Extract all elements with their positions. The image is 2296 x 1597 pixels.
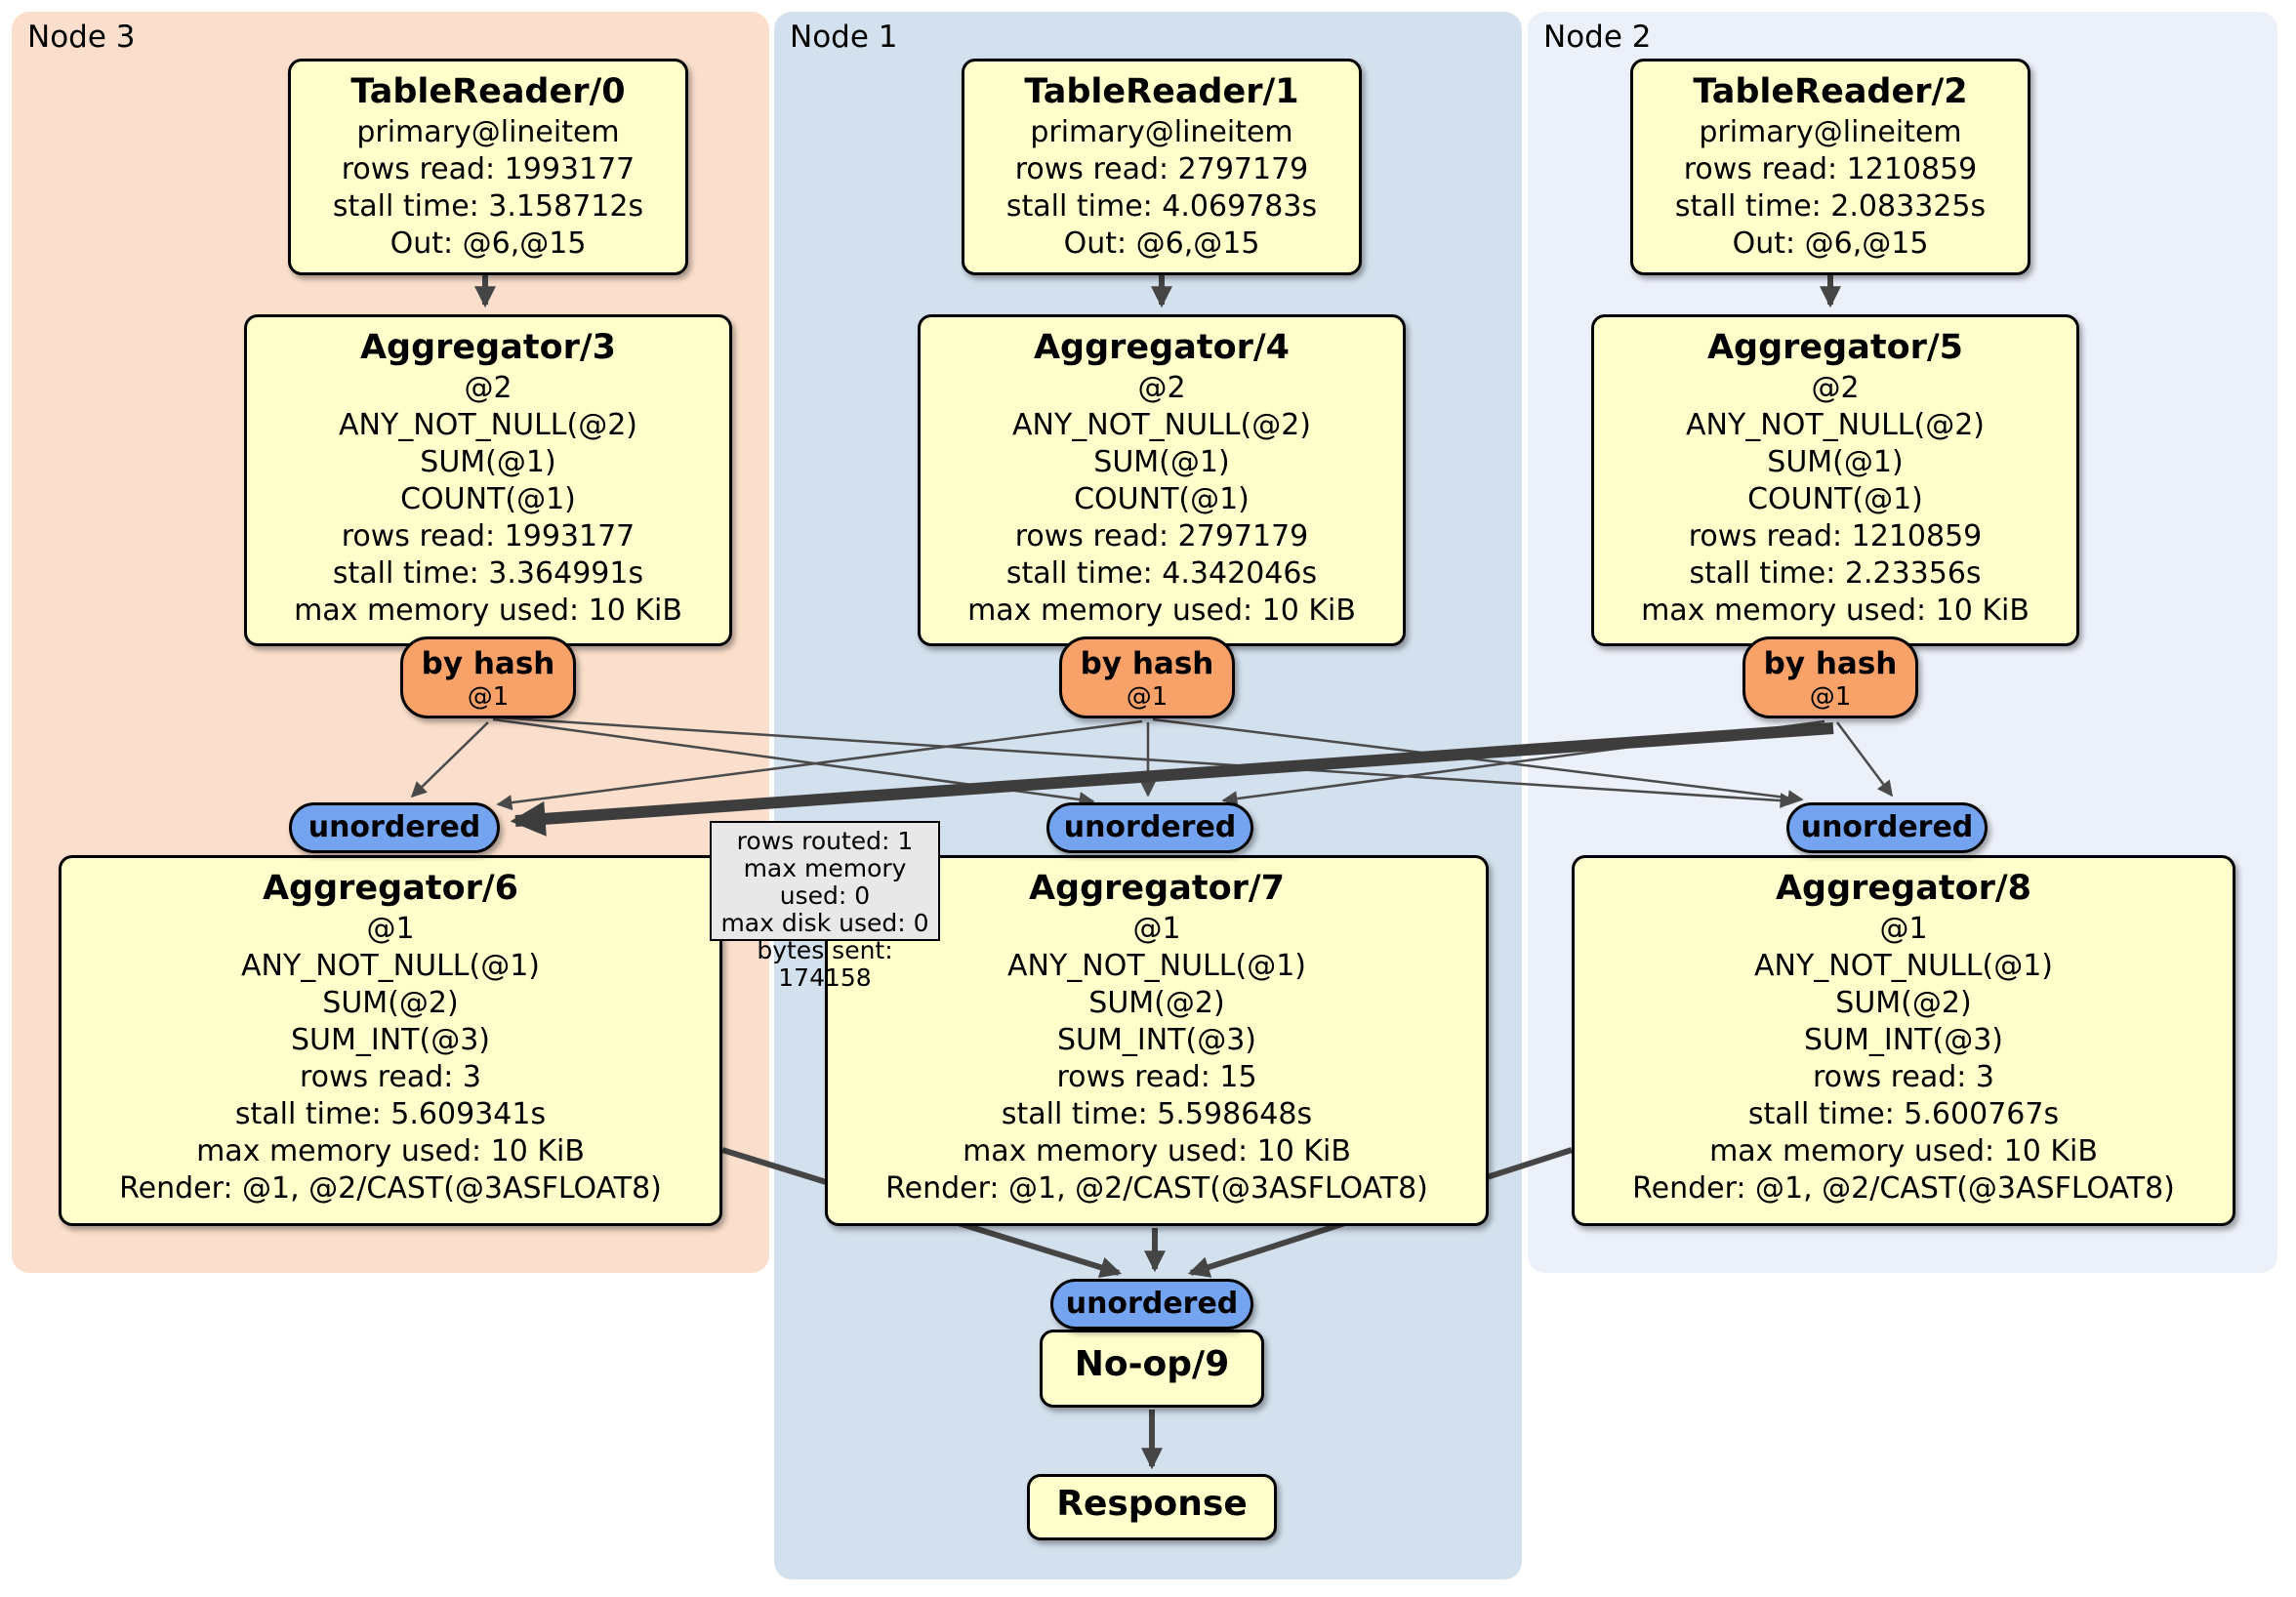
sync-unordered-node1[interactable]: unordered: [1046, 802, 1253, 853]
hash-router-key: @1: [467, 682, 510, 712]
processor-title: Aggregator/6: [262, 869, 519, 908]
region-node2-label: Node 2: [1543, 20, 1652, 55]
hash-router-node2[interactable]: by hash @1: [1742, 636, 1918, 718]
processor-title: No-op/9: [1074, 1344, 1230, 1384]
edge-hash-stream-thick[interactable]: [510, 722, 1834, 837]
sync-label: unordered: [308, 810, 481, 844]
hash-router-label: by hash: [1763, 646, 1898, 681]
processor-title: TableReader/0: [350, 72, 626, 111]
sync-label: unordered: [1063, 810, 1237, 844]
processor-title: Aggregator/3: [359, 328, 617, 367]
edges-hash-streams[interactable]: [410, 716, 1894, 811]
sync-unordered-node3[interactable]: unordered: [289, 802, 500, 853]
region-node3-label: Node 3: [27, 20, 136, 55]
hash-router-node1[interactable]: by hash @1: [1059, 636, 1235, 718]
response-box[interactable]: Response: [1027, 1474, 1277, 1540]
hash-router-key: @1: [1809, 682, 1852, 712]
processor-title: TableReader/1: [1024, 72, 1299, 111]
region-node1-label: Node 1: [790, 20, 898, 55]
hash-router-label: by hash: [1080, 646, 1214, 681]
sync-unordered-node2[interactable]: unordered: [1786, 802, 1988, 853]
sync-unordered-output[interactable]: unordered: [1050, 1279, 1253, 1330]
processor-noop-9[interactable]: No-op/9: [1040, 1330, 1264, 1408]
sync-label: unordered: [1800, 810, 1974, 844]
processor-title: Aggregator/8: [1775, 869, 2032, 908]
edges-tablereader-to-aggregator: [474, 275, 1841, 308]
hash-router-node3[interactable]: by hash @1: [400, 636, 576, 718]
hash-router-label: by hash: [421, 646, 555, 681]
processor-title: TableReader/2: [1693, 72, 1968, 111]
processor-title: Aggregator/7: [1028, 869, 1286, 908]
hash-router-key: @1: [1126, 682, 1168, 712]
processor-title: Aggregator/4: [1033, 328, 1291, 367]
processor-title: Aggregator/5: [1706, 328, 1964, 367]
response-title: Response: [1056, 1484, 1248, 1524]
sync-label: unordered: [1065, 1287, 1239, 1321]
